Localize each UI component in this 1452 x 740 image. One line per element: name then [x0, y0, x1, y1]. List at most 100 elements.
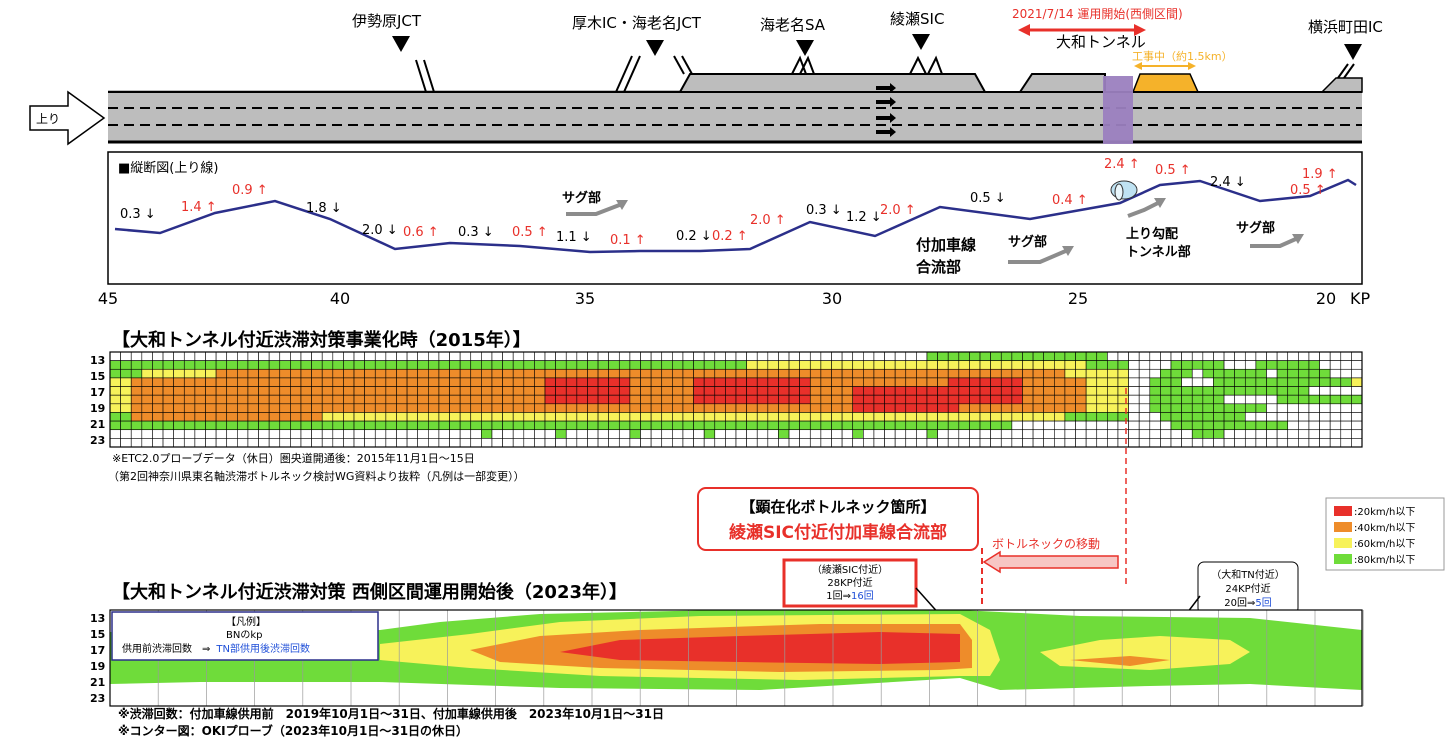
heatmap-2015-cell — [109, 394, 121, 405]
heatmap-2015-cell — [290, 360, 302, 370]
heatmap-2015-cell — [1298, 412, 1310, 422]
heatmap-2015-cell — [1287, 412, 1299, 422]
heatmap-2015-cell — [279, 386, 291, 396]
heatmap-2015-cell — [778, 394, 790, 405]
heatmap-2015-cell — [343, 420, 355, 431]
heatmap-2015-cell — [1128, 420, 1140, 431]
heatmap-2015-cell — [756, 360, 769, 370]
heatmap-2015-cell — [725, 351, 737, 361]
heatmap-2015-cell — [491, 386, 503, 396]
heatmap-2015-cell — [523, 438, 535, 448]
heatmap-2015-cell — [1351, 386, 1363, 396]
heatmap-2015-cell — [990, 360, 1002, 370]
heatmap-2015-cell — [162, 368, 174, 379]
heatmap-2015-cell — [1255, 403, 1267, 413]
heatmap-2015-cell — [290, 412, 302, 422]
heatmap-2015-cell — [120, 377, 132, 387]
heatmap-2015-cell — [544, 412, 556, 422]
heatmap-2015-cell — [863, 412, 875, 422]
heatmap-2015-cell — [1234, 394, 1246, 405]
heatmap-2015-cell — [565, 438, 578, 448]
label-yokohama: 横浜町田IC — [1308, 18, 1383, 36]
heatmap-2015-cell — [130, 429, 143, 439]
heatmap-2015-cell — [491, 351, 503, 361]
heatmap-2015-cell — [1075, 412, 1087, 422]
heatmap-2015-cell — [799, 403, 811, 413]
sag-label-2: サグ部 — [1008, 234, 1047, 250]
heatmap-2015-cell — [693, 394, 705, 405]
heatmap-2015-cell — [396, 360, 408, 370]
sag-arrows — [566, 198, 1304, 264]
heatmap-2015-cell — [152, 438, 164, 448]
heatmap-2015-cell — [364, 360, 376, 370]
heatmap-2015-cell — [332, 368, 344, 379]
heatmap-2015-cell — [1234, 360, 1246, 370]
heatmap-2015-cell — [502, 394, 514, 405]
heatmap-2015-cell — [725, 368, 737, 379]
heatmap-2015-cell — [364, 412, 376, 422]
heatmap-2015-cell — [205, 351, 217, 361]
heatmap-2015-cell — [884, 403, 896, 413]
heatmap-2015-cell — [778, 351, 790, 361]
heatmap-2015-cell — [608, 412, 620, 422]
heatmap-2015-cell — [183, 360, 196, 370]
heatmap-2015-cell — [353, 420, 365, 431]
heatmap-2015-cell — [1011, 420, 1023, 431]
heatmap-2015-cell — [725, 429, 737, 439]
heatmap-2015-cell — [502, 429, 514, 439]
heatmap-2015-cell — [1107, 420, 1119, 431]
heatmap-2015-cell — [1191, 368, 1204, 379]
heatmap-2015-row-label: 17 — [90, 386, 105, 399]
heatmap-2015-cell — [374, 394, 387, 405]
heatmap-2015-cell — [1085, 429, 1098, 439]
heatmap-2015-cell — [1149, 368, 1161, 379]
heatmap-2015-cell — [290, 368, 302, 379]
heatmap-2015-cell — [406, 403, 418, 413]
heatmap-2015-cell — [1329, 368, 1342, 379]
heatmap-2015-cell — [1276, 420, 1289, 431]
heatmap-2015-cell — [650, 377, 663, 387]
heatmap-2015-cell — [321, 360, 334, 370]
heatmap-2015-cell — [565, 403, 578, 413]
heatmap-2015-cell — [640, 360, 652, 370]
svg-text:供用前渋滞回数 ⇒TN部供用後渋滞回数: 供用前渋滞回数 ⇒TN部供用後渋滞回数 — [122, 642, 310, 655]
heatmap-2015-cell — [417, 368, 429, 379]
heatmap-2015-cell — [141, 429, 153, 439]
heatmap-2015-cell — [205, 377, 217, 387]
heatmap-2015-cell — [237, 438, 249, 448]
heatmap-2015-cell — [470, 394, 482, 405]
heatmap-2015-cell — [1064, 403, 1076, 413]
svg-text:20回⇒5回: 20回⇒5回 — [1224, 597, 1271, 609]
heatmap-2015-cell — [523, 420, 535, 431]
heatmap-2015-cell — [237, 377, 249, 387]
heatmap-2015-cell — [1319, 368, 1331, 379]
heatmap-2015-cell — [1255, 420, 1267, 431]
heatmap-2015-cell — [661, 420, 673, 431]
heatmap-2015-cell — [1319, 412, 1331, 422]
heatmap-2015-cell — [544, 386, 556, 396]
heatmap-2015-cell — [481, 403, 493, 413]
heatmap-2015-cell — [926, 360, 938, 370]
heatmap-2015-cell — [820, 420, 832, 431]
heatmap-2015-cell — [311, 420, 323, 431]
heatmap-2015-cell — [926, 394, 938, 405]
heatmap-2015-cell — [343, 394, 355, 405]
heatmap-2015-cell — [884, 351, 896, 361]
heatmap-2015-cell — [428, 412, 440, 422]
heatmap-2015-cell — [661, 429, 673, 439]
heatmap-2015-cell — [1032, 377, 1044, 387]
heatmap-2015-cell — [470, 412, 482, 422]
heatmap-2015-cell — [1000, 412, 1013, 422]
heatmap-2015-cell — [1170, 412, 1182, 422]
heatmap-2015-cell — [1244, 377, 1257, 387]
heatmap-2015-cell — [969, 368, 981, 379]
heatmap-2015-cell — [1032, 438, 1044, 448]
heatmap-2015-cell — [1234, 429, 1246, 439]
heatmap-2015-cell — [353, 386, 365, 396]
heatmap-2015-cell — [650, 360, 663, 370]
heatmap-2015-cell — [449, 394, 461, 405]
heatmap-2015-cell — [756, 420, 769, 431]
callout-ayase-l1: （綾瀬SIC付近） — [812, 563, 888, 576]
heatmap-2015-cell — [969, 377, 981, 387]
heatmap-2015-cell — [703, 420, 716, 431]
